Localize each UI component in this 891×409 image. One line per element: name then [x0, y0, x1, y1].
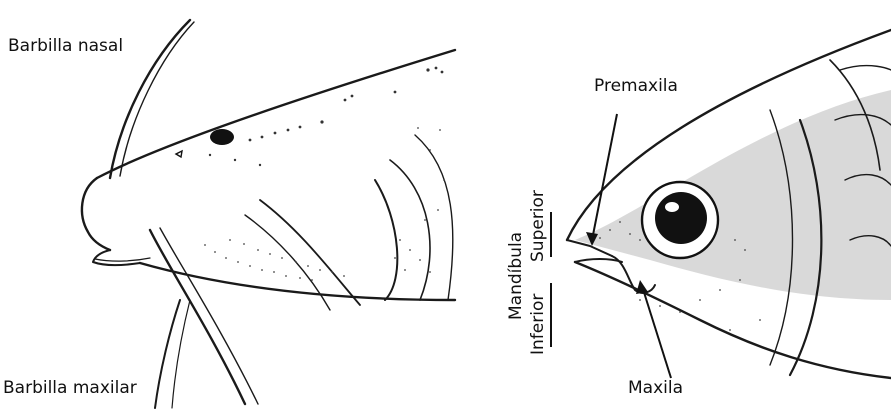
label-premaxilla: Premaxila: [594, 76, 678, 96]
premaxilla-arrow: [592, 114, 617, 240]
label-upper: Superior: [528, 190, 548, 262]
label-mandible: Mandíbula: [506, 232, 526, 320]
label-lower: Inferior: [528, 294, 548, 355]
catfish-eye-icon: [210, 129, 234, 145]
label-maxilla: Maxila: [628, 378, 683, 398]
label-barbel-nasal: Barbilla nasal: [8, 36, 123, 56]
label-barbel-maxillary: Barbilla maxilar: [3, 378, 137, 398]
